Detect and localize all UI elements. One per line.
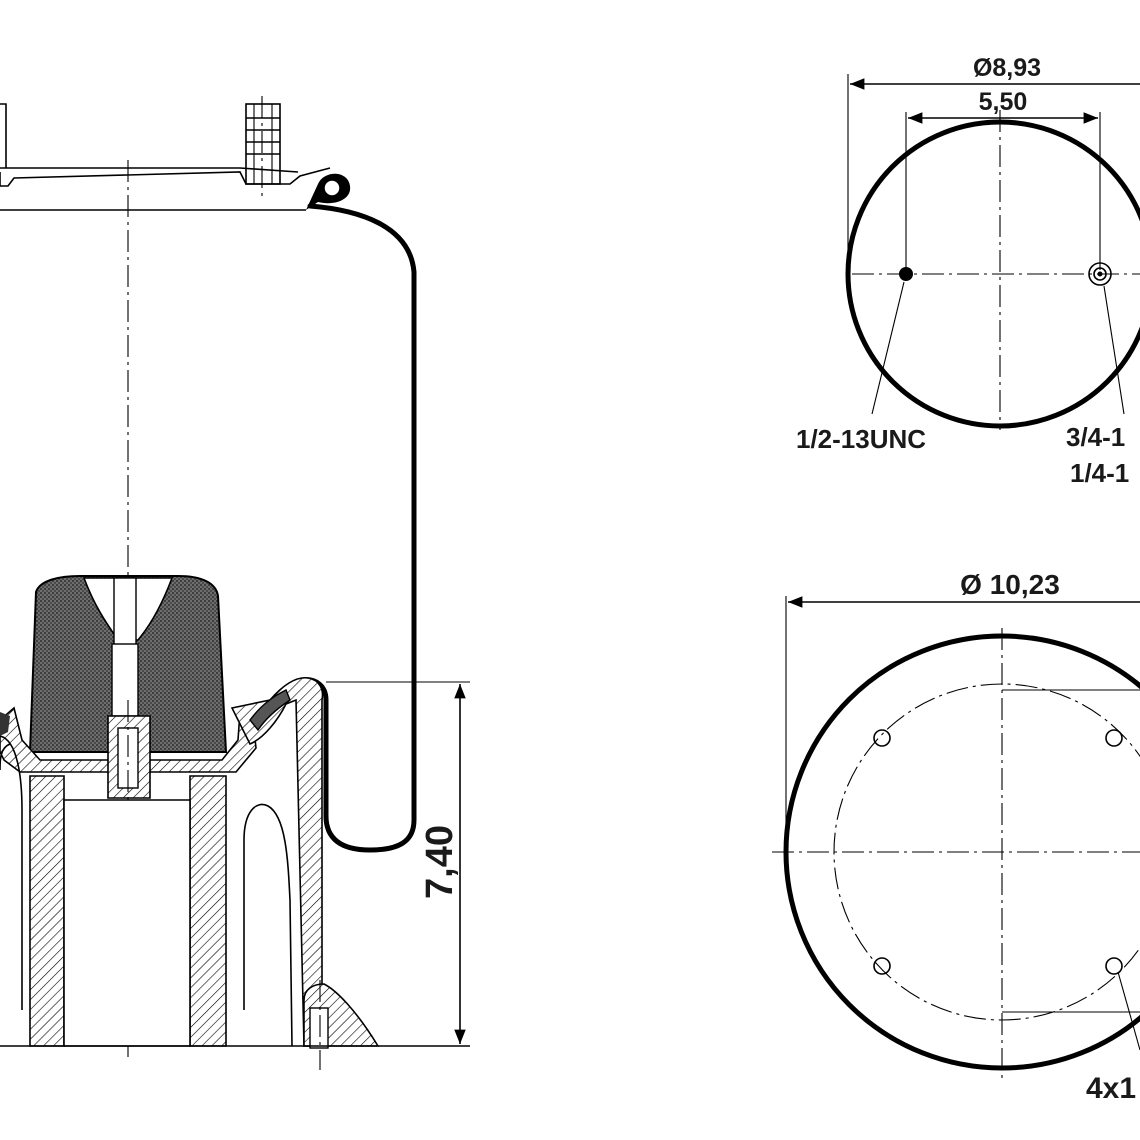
mounting-hole	[1105, 729, 1123, 747]
height-dimension-label: 7,40	[419, 825, 461, 899]
top-outer-diameter-label: Ø8,93	[973, 54, 1041, 82]
stud-spacing-label: 5,50	[979, 88, 1028, 116]
side-view: 7,40	[0, 96, 470, 1070]
height-dimension: 7,40	[326, 681, 470, 1044]
stud-hole	[899, 267, 913, 281]
mounting-hole	[873, 729, 891, 747]
air-fitting-label-line2: 1/4-1	[1070, 458, 1129, 488]
right-stud	[245, 96, 281, 200]
piston	[0, 676, 380, 1070]
top-bead-plate	[0, 167, 331, 187]
bottom-view: Ø 10,23 4x1	[772, 569, 1140, 1105]
air-fitting	[1088, 262, 1112, 286]
bottom-outer-diameter-label: Ø 10,23	[960, 569, 1060, 600]
left-stud	[0, 103, 7, 168]
rubber-bumper	[28, 575, 228, 753]
bellows-membrane	[299, 203, 417, 853]
stud-thread-label: 1/2-13UNC	[796, 424, 926, 454]
top-view: Ø8,93 5,50 1/2-13UNC 3/4-1 1/4-1	[796, 54, 1140, 488]
mounting-hole	[1105, 957, 1123, 975]
hole-pattern-label: 4x1	[1086, 1072, 1136, 1105]
mounting-hole	[873, 957, 891, 975]
air-fitting-label-line1: 3/4-1	[1066, 422, 1125, 452]
